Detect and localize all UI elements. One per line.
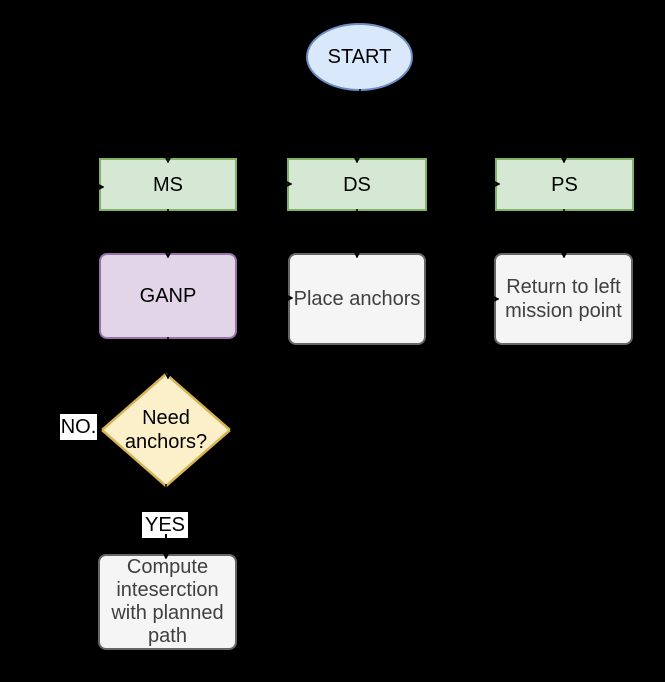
place-anchors-label: Place anchors [293, 288, 421, 310]
ps-label: PS [551, 173, 578, 196]
compute-intersection-label: Compute inteserction with planned path [111, 556, 224, 647]
start-label: START [327, 46, 392, 68]
need-anchors-label: Need anchors? [124, 407, 208, 453]
ganp-process-box: GANP [99, 253, 237, 339]
edge-decision-place [230, 298, 292, 431]
ds-state-box: DS [287, 158, 427, 211]
ganp-label: GANP [139, 285, 197, 307]
place-anchors-process-box: Place anchors [288, 253, 426, 345]
no-edge-label: NO. [60, 414, 97, 440]
yes-arrow-tick [165, 534, 167, 540]
ms-label: MS [153, 173, 183, 196]
ds-label: DS [343, 173, 371, 196]
yes-edge-label: YES [142, 512, 188, 538]
compute-intersection-process-box: Compute inteserction with planned path [98, 554, 237, 650]
return-mission-process-box: Return to left mission point [494, 253, 633, 345]
ms-state-box: MS [99, 158, 237, 211]
start-node: START [306, 23, 413, 91]
return-mission-label: Return to left mission point [505, 276, 622, 322]
ps-state-box: PS [495, 158, 634, 211]
